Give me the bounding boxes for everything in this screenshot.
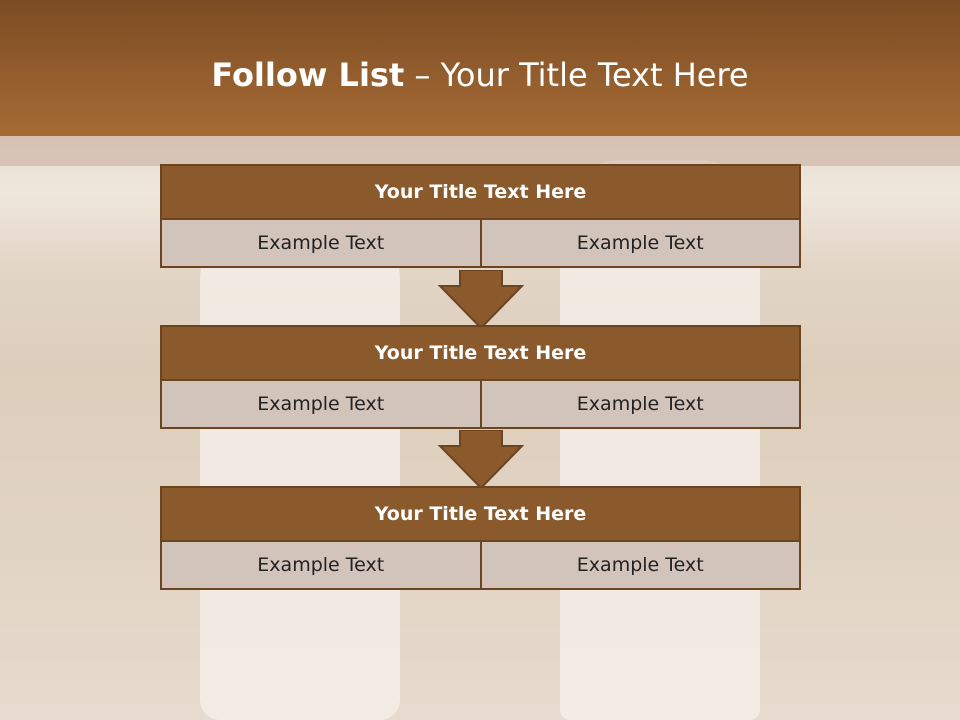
block-row: Example Text Example Text: [160, 381, 801, 429]
block-title: Your Title Text Here: [160, 325, 801, 381]
block-title: Your Title Text Here: [160, 164, 801, 220]
block-row: Example Text Example Text: [160, 542, 801, 590]
header-strip: [0, 136, 960, 166]
follow-block-2: Your Title Text Here Example Text Exampl…: [160, 325, 801, 429]
page-title: Follow List – Your Title Text Here: [0, 56, 960, 94]
block-cell-right: Example Text: [479, 220, 801, 268]
block-row: Example Text Example Text: [160, 220, 801, 268]
follow-block-1: Your Title Text Here Example Text Exampl…: [160, 164, 801, 268]
block-title: Your Title Text Here: [160, 486, 801, 542]
down-arrow-icon: [438, 430, 524, 490]
bride-figure: [200, 200, 400, 720]
title-bold: Follow List: [211, 56, 405, 94]
block-cell-right: Example Text: [479, 381, 801, 429]
title-rest: – Your Title Text Here: [414, 56, 749, 94]
block-cell-left: Example Text: [160, 542, 482, 590]
title-bar: Follow List – Your Title Text Here: [0, 0, 960, 136]
follow-block-3: Your Title Text Here Example Text Exampl…: [160, 486, 801, 590]
block-cell-left: Example Text: [160, 381, 482, 429]
down-arrow-icon: [438, 270, 524, 330]
block-cell-left: Example Text: [160, 220, 482, 268]
block-cell-right: Example Text: [479, 542, 801, 590]
